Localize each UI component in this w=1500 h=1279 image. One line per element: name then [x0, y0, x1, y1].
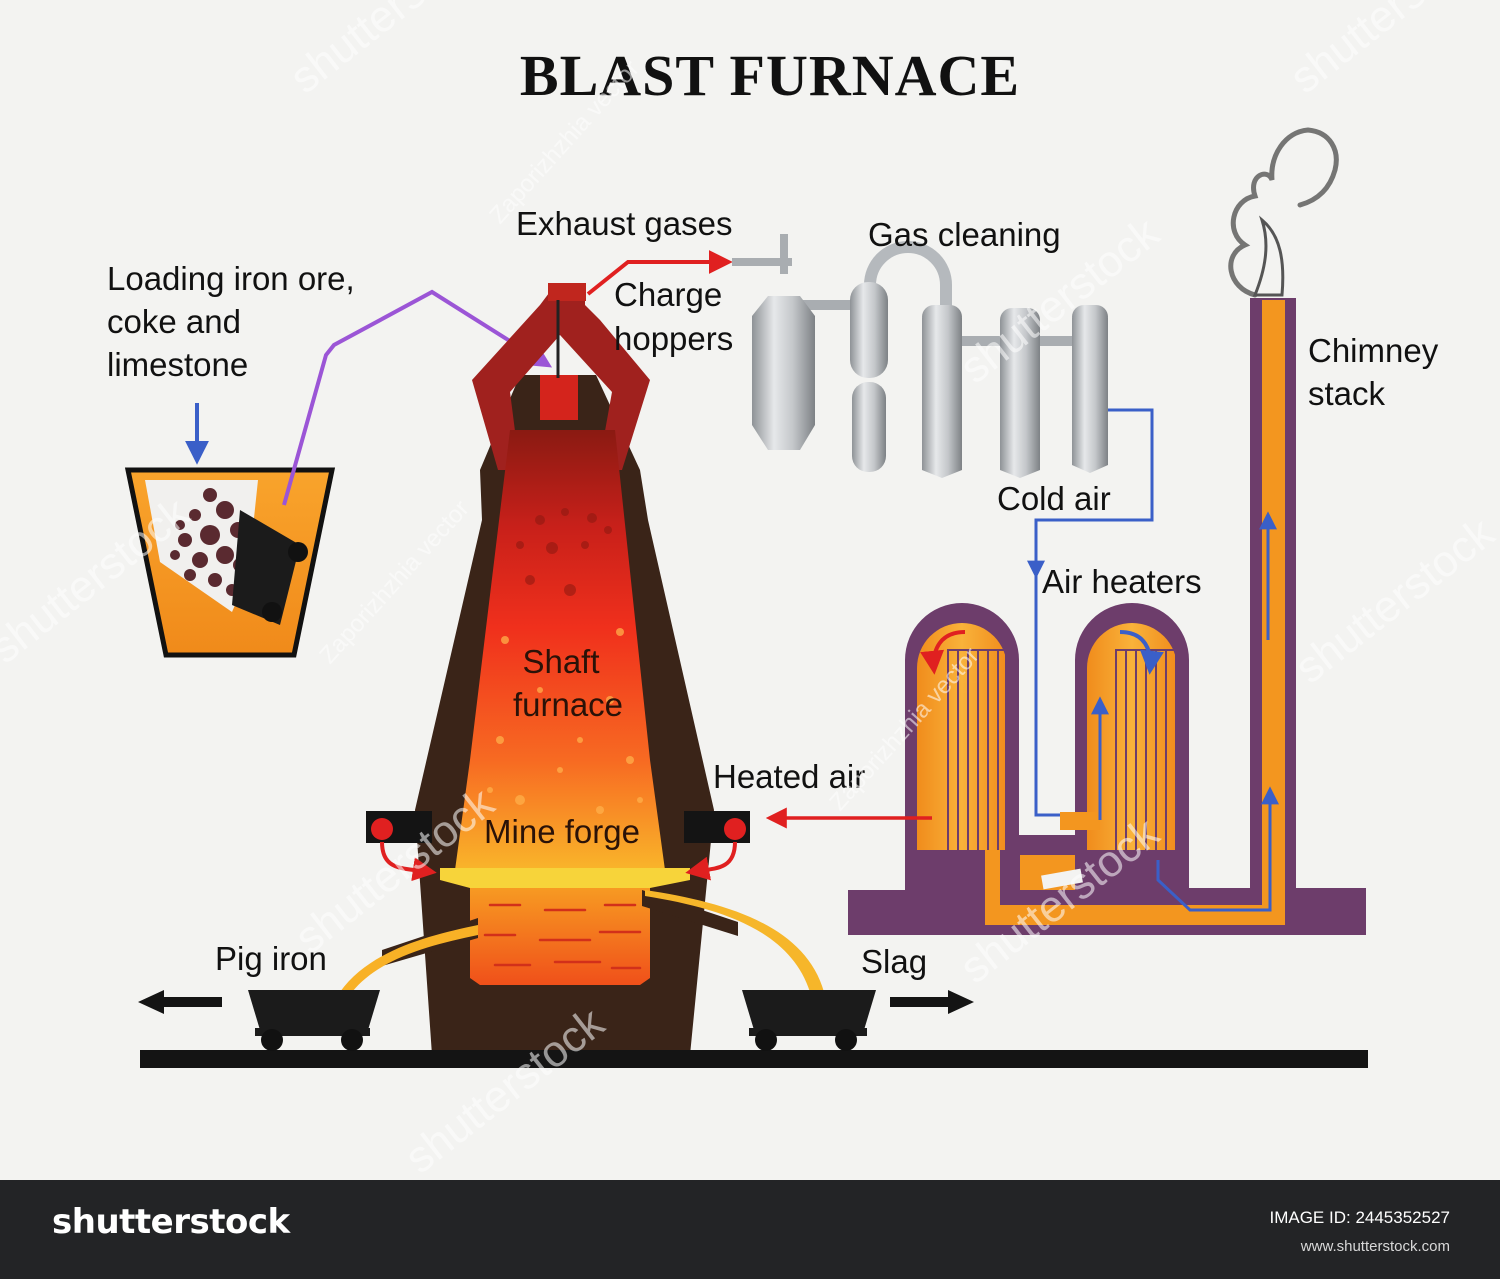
blast-furnace-diagram: BLAST FURNACE — [107, 0, 1500, 1068]
label-gas-cleaning: Gas cleaning — [868, 216, 1061, 253]
watermark-brand: shutterstock — [281, 0, 499, 103]
label-loading-3: limestone — [107, 346, 248, 383]
pig-iron-stream — [340, 925, 478, 992]
loading-skip — [124, 467, 336, 658]
label-charge: Charge — [614, 276, 722, 313]
label-chimney: Chimney — [1308, 332, 1439, 369]
gas-cleaning-unit — [732, 234, 1108, 478]
slag-cart — [742, 990, 876, 1051]
watermark-brand: shutterstock — [1281, 0, 1499, 103]
skip-car — [232, 510, 308, 625]
label-furnace: furnace — [513, 686, 623, 723]
watermark-brand: shutterstock — [1286, 508, 1500, 693]
label-pig-iron: Pig iron — [215, 940, 327, 977]
label-air-heaters: Air heaters — [1042, 563, 1202, 600]
label-shaft: Shaft — [522, 643, 599, 680]
arrow-exhaust — [586, 250, 733, 296]
chimney-smoke — [1228, 127, 1339, 298]
air-heaters — [848, 298, 1366, 935]
footer-image-id: IMAGE ID: 2445352527 — [1269, 1208, 1450, 1227]
label-slag: Slag — [861, 943, 927, 980]
tuyere-right — [684, 811, 750, 881]
furnace-body — [415, 283, 714, 1055]
rail-track — [140, 1050, 1368, 1068]
pig-iron-cart — [248, 990, 380, 1051]
label-cold-air: Cold air — [997, 480, 1111, 517]
label-loading-2: coke and — [107, 303, 241, 340]
watermark-credit: Zaporizhzhia vector — [314, 495, 474, 669]
label-exhaust-gases: Exhaust gases — [516, 205, 732, 242]
arrow-slag-out — [890, 990, 974, 1014]
diagram-title: BLAST FURNACE — [520, 43, 1020, 108]
cold-air-pipe — [1034, 408, 1154, 817]
slag-spout — [642, 890, 738, 936]
tuyere-left — [366, 811, 437, 882]
label-stack: stack — [1308, 375, 1386, 412]
arrow-loading-path — [282, 289, 553, 506]
footer-brand-logo: shutterstock — [52, 1202, 290, 1242]
label-loading-1: Loading iron ore, — [107, 260, 355, 297]
label-heated-air: Heated air — [713, 758, 865, 795]
label-hoppers: hoppers — [614, 320, 733, 357]
arrow-pig-iron-out — [138, 990, 222, 1014]
footer-site-link[interactable]: www.shutterstock.com — [1300, 1238, 1450, 1255]
footer-bar: shutterstock IMAGE ID: 2445352527 www.sh… — [0, 1180, 1500, 1279]
slag-stream — [645, 890, 824, 992]
label-mine-forge: Mine forge — [484, 813, 640, 850]
